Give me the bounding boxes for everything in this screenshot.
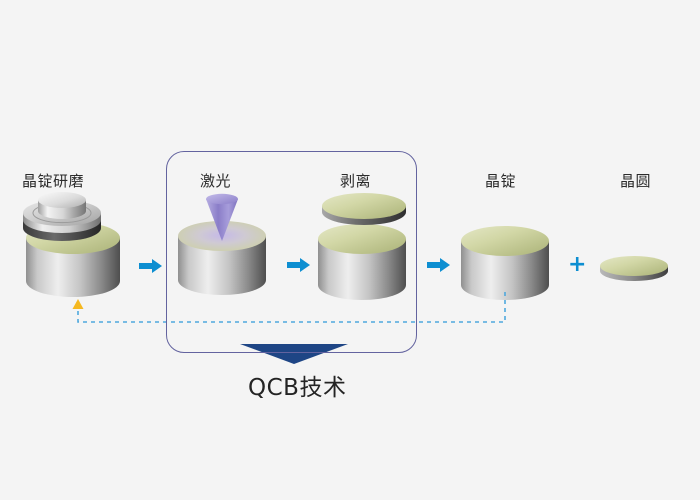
stage-wafer-illustration <box>600 256 668 281</box>
stage-label-laser: 激光 <box>200 172 232 190</box>
feedback-arrowhead-icon <box>72 299 84 309</box>
grinding-head-spindle <box>38 192 86 219</box>
peeling-ingot-cylinder <box>318 224 406 300</box>
peeling-separated-wafer <box>322 193 406 225</box>
stage-laser-illustration <box>178 193 266 295</box>
stage-grinding-illustration <box>23 192 120 297</box>
stage-label-wafer: 晶圆 <box>620 172 652 190</box>
arrow-laser-to-peeling <box>287 258 310 272</box>
feedback-loop-path <box>72 292 506 323</box>
laser-beam-cone <box>206 193 238 241</box>
qcb-down-triangle-icon <box>240 344 348 364</box>
arrow-peeling-to-ingot <box>427 258 450 272</box>
stage-label-grinding: 晶锭研磨 <box>22 172 85 190</box>
stage-peeling-illustration <box>318 193 406 300</box>
qcb-process-group-box <box>166 151 417 353</box>
stage-label-ingot: 晶锭 <box>485 172 517 190</box>
qcb-technology-label: QCB技术 <box>248 375 347 401</box>
stage-label-peeling: 剥离 <box>340 172 372 190</box>
stage-ingot-illustration <box>461 226 549 300</box>
grinding-head-plate <box>23 200 101 241</box>
arrow-grinding-to-laser <box>139 259 162 273</box>
plus-sign: + <box>568 252 587 277</box>
